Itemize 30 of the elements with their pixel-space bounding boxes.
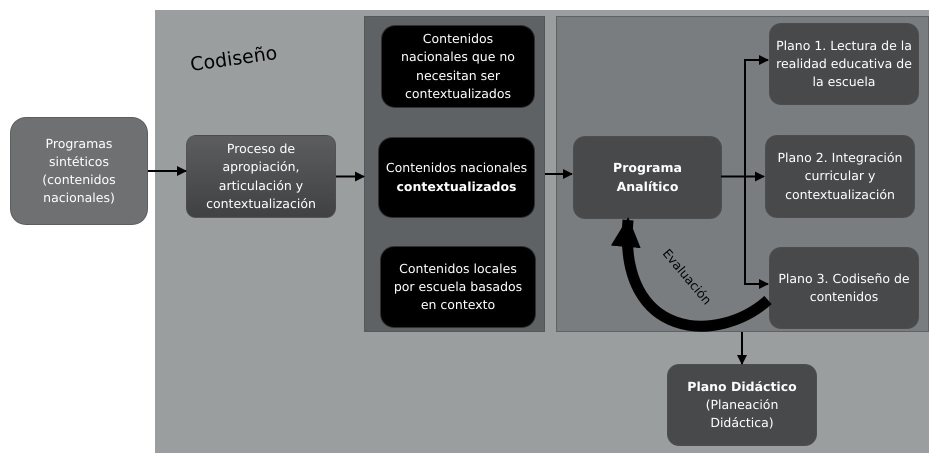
process-box <box>765 135 915 218</box>
content-box <box>381 25 535 108</box>
box-label: Contenidos locales por escuela basados en contexto <box>392 260 524 314</box>
process-box <box>186 135 336 218</box>
process-box <box>10 117 148 225</box>
process-box <box>769 247 919 329</box>
group-panel <box>155 10 929 453</box>
content-box <box>380 246 536 328</box>
box-label: Contenidos nacionales contextualizados <box>385 159 528 196</box>
box-label: Programa Analítico <box>612 159 683 196</box>
panel-title: Codiseño <box>188 42 279 76</box>
box-label: Plano 3. Codiseño de contenidos <box>777 270 911 306</box>
box-label: Contenidos nacionales que no necesitan ser contextualizados <box>400 30 516 103</box>
box-label: Plano 2. Integración curricular y contextualización <box>776 149 904 204</box>
group-panel <box>364 16 545 332</box>
process-box <box>667 364 817 446</box>
box-label: Plano Didáctico <box>687 378 797 396</box>
box-label: Proceso de apropiación, articulación y contextualización <box>205 140 317 213</box>
arrow <box>545 169 573 179</box>
arrow <box>148 166 187 176</box>
arrow <box>336 172 365 182</box>
box-label: Programas sintéticos (contenidos nacionales) <box>41 134 117 208</box>
group-panel <box>556 16 929 332</box>
process-box <box>573 136 722 219</box>
content-box <box>378 137 535 218</box>
box-subtitle: (Planeación Didáctica) <box>704 396 780 432</box>
arrow <box>737 332 747 365</box>
box-label: Plano 1. Lectura de la realidad educativa de la escuela <box>776 36 912 92</box>
process-box <box>769 23 919 105</box>
arrow <box>612 217 772 332</box>
